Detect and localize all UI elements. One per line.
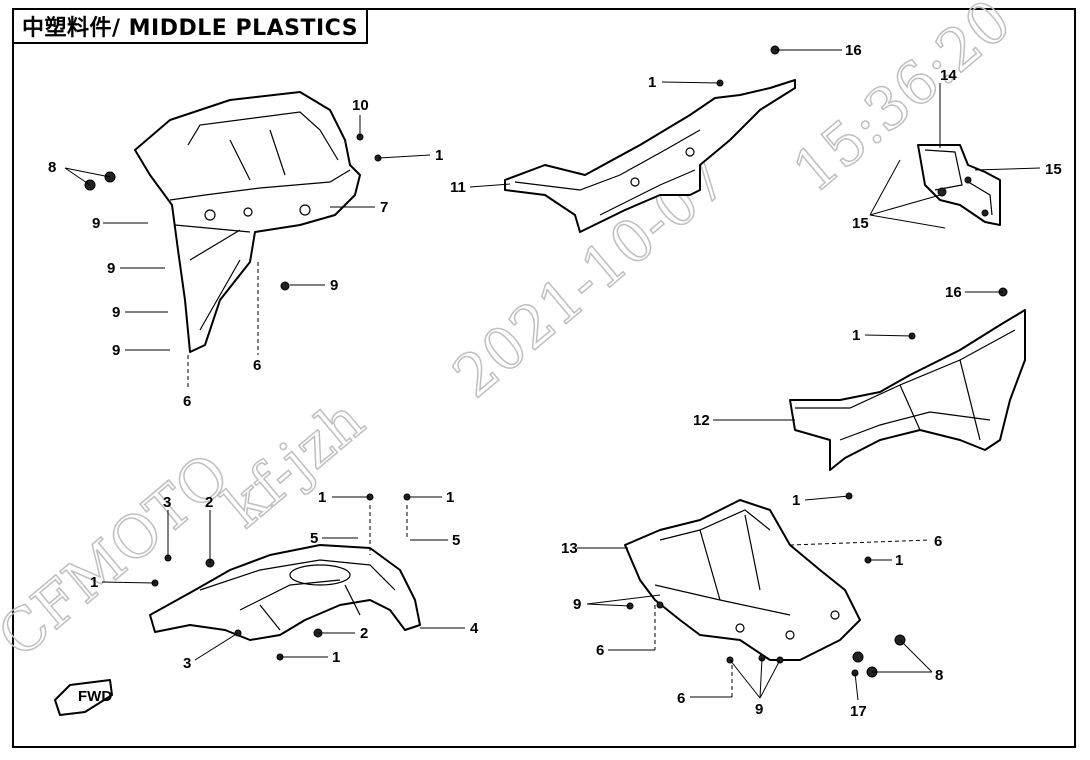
callout-5: 5 [452, 532, 460, 549]
page-title-text: 中塑料件/ MIDDLE PLASTICS [21, 16, 359, 41]
callout-10: 10 [352, 97, 369, 114]
part-12-right-side-panel [789, 309, 1026, 471]
callout-9: 9 [755, 701, 763, 718]
callout-15: 15 [852, 215, 869, 232]
callout-6: 6 [596, 642, 604, 659]
callout-3: 3 [163, 494, 171, 511]
callout-1: 1 [852, 327, 860, 344]
callout-16: 16 [945, 284, 962, 301]
callout-5: 5 [310, 530, 318, 547]
callout-1: 1 [446, 489, 454, 506]
callout-14: 14 [940, 67, 957, 84]
part-14-bracket [917, 144, 1001, 226]
callout-6: 6 [677, 690, 685, 707]
callout-8: 8 [935, 667, 943, 684]
callout-7: 7 [380, 199, 388, 216]
watermark-user: kf-jzh [210, 386, 376, 541]
callout-8: 8 [48, 159, 56, 176]
callout-12: 12 [693, 412, 710, 429]
drawing-frame [12, 8, 1076, 748]
callout-2: 2 [205, 494, 213, 511]
callout-9: 9 [92, 215, 100, 232]
callout-17: 17 [850, 703, 867, 720]
callout-1: 1 [332, 649, 340, 666]
part-13-rear-body-panel [624, 499, 861, 661]
part-4-rear-panel [149, 544, 421, 641]
callout-1: 1 [895, 552, 903, 569]
watermark-brand: CFMOTO [0, 440, 242, 671]
callout-1: 1 [90, 574, 98, 591]
callout-4: 4 [470, 620, 479, 637]
callout-9: 9 [573, 596, 581, 613]
callout-1: 1 [318, 489, 326, 506]
callout-1: 1 [648, 74, 656, 91]
fwd-label: FWD [78, 688, 112, 705]
callout-13: 13 [561, 540, 578, 557]
page-title: 中塑料件/ MIDDLE PLASTICS [12, 8, 368, 44]
callout-9: 9 [112, 342, 120, 359]
part-11-left-side-panel [504, 79, 796, 233]
callout-3: 3 [183, 655, 191, 672]
callout-6: 6 [934, 533, 942, 550]
callout-2: 2 [360, 625, 368, 642]
callout-6: 6 [183, 393, 191, 410]
callout-numbers: 8 9 9 9 9 6 6 9 10 1 7 11 1 16 14 15 15 … [48, 42, 1062, 720]
callout-1: 1 [792, 492, 800, 509]
callout-15: 15 [1045, 161, 1062, 178]
callout-16: 16 [845, 42, 862, 59]
callout-6: 6 [253, 357, 261, 374]
leader-lines [64, 49, 1041, 701]
part-7-front-panel [134, 91, 361, 353]
callout-9: 9 [112, 304, 120, 321]
callout-9: 9 [107, 260, 115, 277]
callout-1: 1 [435, 147, 443, 164]
callout-11: 11 [450, 179, 466, 196]
callout-9: 9 [330, 277, 338, 294]
forward-arrow: FWD [54, 679, 113, 716]
